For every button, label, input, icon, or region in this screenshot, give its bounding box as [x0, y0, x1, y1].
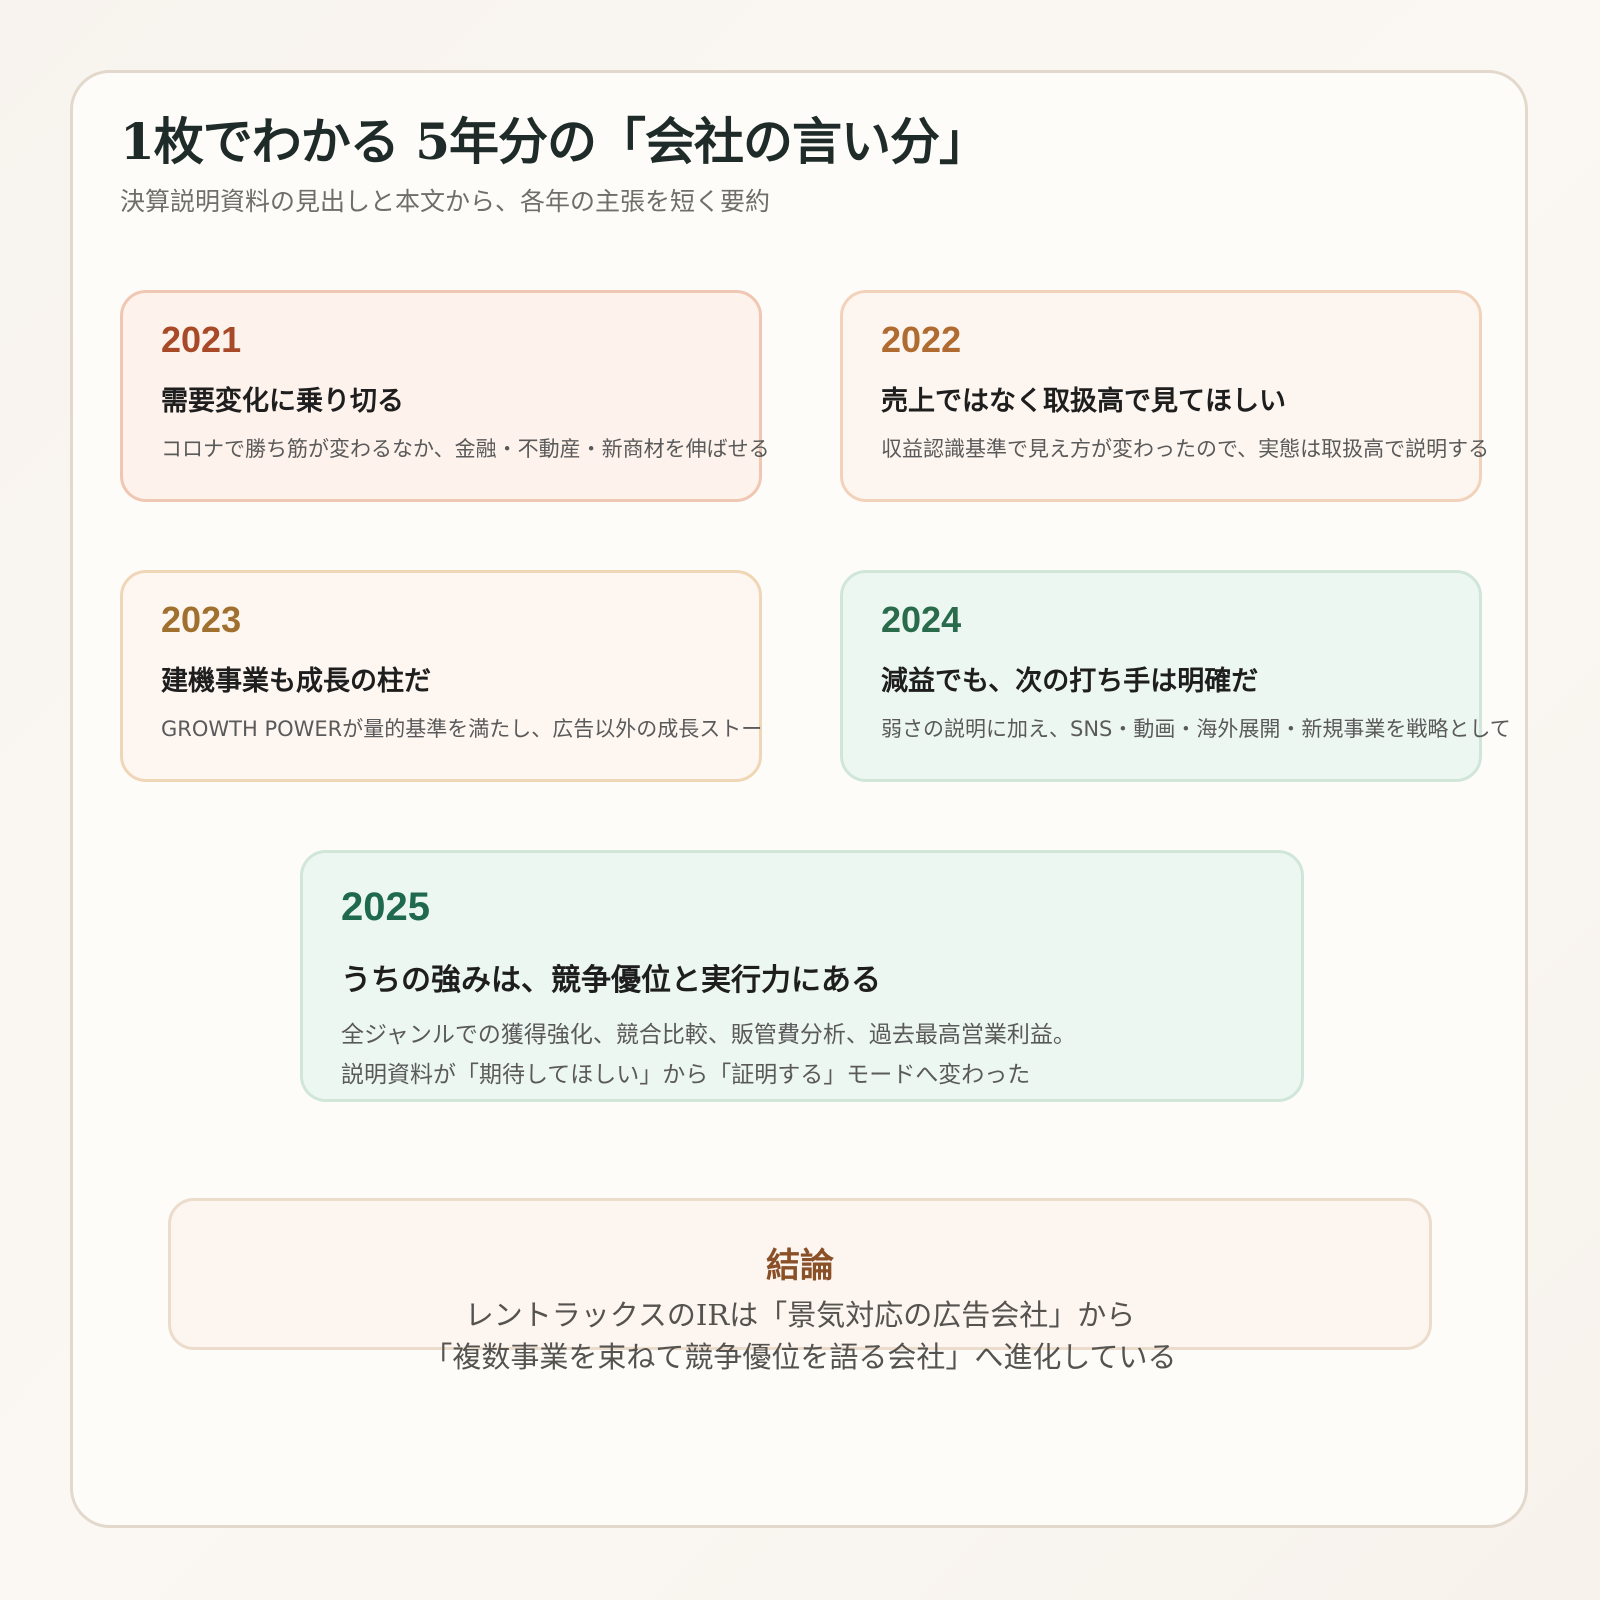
conclusion-line: レントラックスのIRは「景気対応の広告会社」から [464, 1298, 1136, 1332]
card-body: 全ジャンルでの獲得強化、競合比較、販管費分析、過去最高営業利益。 説明資料が「期… [341, 1015, 1076, 1095]
conclusion-line: 「複数事業を束ねて競争優位を語る会社」へ進化している [423, 1340, 1177, 1374]
card-headline: 減益でも、次の打ち手は明確だ [881, 666, 1259, 697]
year-card-2024: 2024 減益でも、次の打ち手は明確だ 弱さの説明に加え、SNS・動画・海外展開… [840, 570, 1511, 782]
card-headline: 売上ではなく取扱高で見てほしい [881, 386, 1286, 417]
year-label: 2024 [881, 599, 962, 640]
conclusion-text: レントラックスのIRは「景気対応の広告会社」から 「複数事業を束ねて競争優位を語… [0, 1294, 1600, 1378]
card-headline: 需要変化に乗り切る [161, 386, 404, 417]
year-label: 2025 [341, 885, 430, 929]
page-title: 1枚でわかる 5年分の「会社の言い分」 [120, 112, 989, 171]
card-body: 弱さの説明に加え、SNS・動画・海外展開・新規事業を戦略として [881, 717, 1511, 741]
conclusion-title: 結論 [766, 1246, 834, 1286]
card-body: 収益認識基準で見え方が変わったので、実態は取扱高で説明する [881, 437, 1490, 461]
card-body-line: 説明資料が「期待してほしい」から「証明する」モードへ変わった [341, 1062, 1031, 1088]
card-headline: うちの強みは、競争優位と実行力にある [341, 963, 881, 998]
year-label: 2023 [161, 599, 242, 640]
year-label: 2022 [881, 319, 962, 360]
year-card-2023: 2023 建機事業も成長の柱だ GROWTH POWERが量的基準を満たし、広告… [120, 570, 762, 782]
card-body-line: 全ジャンルでの獲得強化、競合比較、販管費分析、過去最高営業利益。 [341, 1022, 1076, 1048]
year-card-2022: 2022 売上ではなく取扱高で見てほしい 収益認識基準で見え方が変わったので、実… [840, 290, 1489, 502]
card-body: GROWTH POWERが量的基準を満たし、広告以外の成長ストー [161, 717, 763, 741]
year-card-2025: 2025 うちの強みは、競争優位と実行力にある 全ジャンルでの獲得強化、競合比較… [300, 850, 1304, 1102]
card-body: コロナで勝ち筋が変わるなか、金融・不動産・新商材を伸ばせる [161, 437, 770, 461]
year-label: 2021 [161, 319, 242, 360]
card-headline: 建機事業も成長の柱だ [161, 666, 431, 697]
year-card-2021: 2021 需要変化に乗り切る コロナで勝ち筋が変わるなか、金融・不動産・新商材を… [120, 290, 770, 502]
page-subtitle: 決算説明資料の見出しと本文から、各年の主張を短く要約 [120, 187, 771, 216]
conclusion-box [168, 1198, 1432, 1350]
